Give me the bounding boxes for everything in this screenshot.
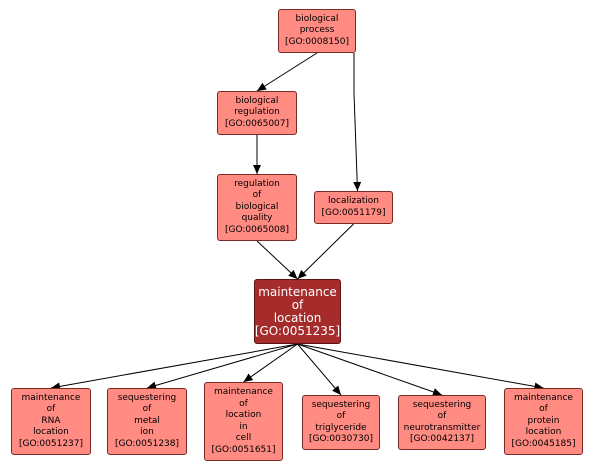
- node-label-line: of: [46, 404, 56, 415]
- edge-arrowhead: [332, 385, 341, 395]
- node-label-line: [GO:0008150]: [284, 36, 350, 47]
- node-label-line: protein: [527, 415, 560, 426]
- node-label-line: process: [299, 25, 335, 36]
- node-label-line: sequestering: [117, 392, 177, 403]
- node-label-line: [GO:0051237]: [18, 438, 84, 449]
- node-label-line: quality: [241, 213, 273, 224]
- node-label-line: of: [336, 411, 346, 421]
- edge-line: [297, 343, 443, 396]
- node-label-line: metal: [134, 415, 160, 426]
- node-label-line: of: [539, 404, 548, 415]
- node-label-line: location: [33, 427, 69, 438]
- node-label-line: RNA: [41, 415, 61, 426]
- edge-mol-to-trig: [297, 343, 342, 396]
- edge-mol-to-metal: [146, 343, 298, 390]
- node-label-line: location: [525, 427, 562, 438]
- edge-bp-to-br: [256, 52, 318, 92]
- node-label-line: [GO:0042137]: [409, 434, 475, 444]
- node-label-line: of: [142, 404, 152, 415]
- edge-line: [243, 343, 298, 383]
- node-label-line: [GO:0051235]: [254, 323, 341, 338]
- node-label-line: neurotransmitter: [403, 422, 481, 433]
- node-label-line: biological: [295, 13, 339, 24]
- node-label-line: maintenance: [258, 284, 337, 299]
- edge-line: [297, 343, 342, 396]
- edge-line: [50, 343, 298, 389]
- edge-bp-to-loc: [353, 53, 362, 192]
- node-label-line: ion: [140, 427, 154, 438]
- node-label-line: in: [239, 421, 248, 432]
- node-label-line: regulation: [234, 178, 280, 189]
- edge-arrowhead: [253, 165, 261, 174]
- node-label: localization[GO:0051179]: [321, 196, 385, 219]
- edge-loc-to-mol: [297, 223, 354, 280]
- edge-line: [297, 223, 354, 280]
- edge-arrowhead: [432, 388, 442, 396]
- node-label-line: of: [239, 398, 248, 409]
- node-label-line: triglyceride: [315, 422, 367, 433]
- node-label-line: maintenance: [514, 392, 573, 403]
- node-label-line: maintenance: [21, 392, 81, 403]
- edge-line: [146, 343, 298, 389]
- edge-mol-to-neuro: [297, 343, 443, 396]
- node-label-line: maintenance: [214, 387, 273, 397]
- node-label-line: [GO:0051238]: [114, 438, 180, 449]
- node-label-line: of: [437, 411, 447, 421]
- node-label-line: localization: [328, 196, 379, 206]
- node-label-line: of: [252, 190, 262, 201]
- node-label-line: biological: [235, 95, 279, 106]
- edge-line: [297, 343, 544, 389]
- edge-arrowhead: [147, 381, 157, 390]
- edge-line: [256, 52, 318, 92]
- edge-mol-to-cell: [243, 343, 298, 383]
- edge-arrowhead: [297, 269, 307, 279]
- node-label-line: location: [273, 310, 322, 325]
- node-label-line: [GO:0051651]: [211, 444, 276, 455]
- node-label-line: [GO:0030730]: [308, 434, 374, 444]
- node-label-line: sequestering: [311, 399, 371, 410]
- edge-rbq-to-mol: [256, 240, 298, 280]
- edge-line: [353, 53, 358, 192]
- edge-arrowhead: [288, 269, 298, 279]
- edge-arrowhead: [353, 181, 362, 191]
- go-term-node-loc[interactable]: localization[GO:0051179]: [314, 191, 393, 224]
- node-label-line: [GO:0065008]: [224, 224, 290, 235]
- edge-line: [256, 240, 298, 280]
- node-label-line: biological: [235, 201, 279, 212]
- edge-arrowhead: [257, 82, 267, 91]
- edge-br-to-rbq: [253, 135, 261, 174]
- node-label-line: location: [225, 410, 262, 420]
- edge-arrowhead: [243, 373, 254, 382]
- node-label-line: cell: [235, 433, 252, 443]
- node-label-line: [GO:0065007]: [224, 118, 290, 129]
- node-label-line: [GO:0051179]: [321, 207, 386, 218]
- node-label-line: regulation: [234, 107, 280, 118]
- node-label-line: sequestering: [412, 399, 472, 410]
- edge-mol-to-prot: [297, 343, 544, 391]
- node-label-line: of: [291, 297, 304, 312]
- node-label-line: [GO:0045185]: [511, 438, 576, 449]
